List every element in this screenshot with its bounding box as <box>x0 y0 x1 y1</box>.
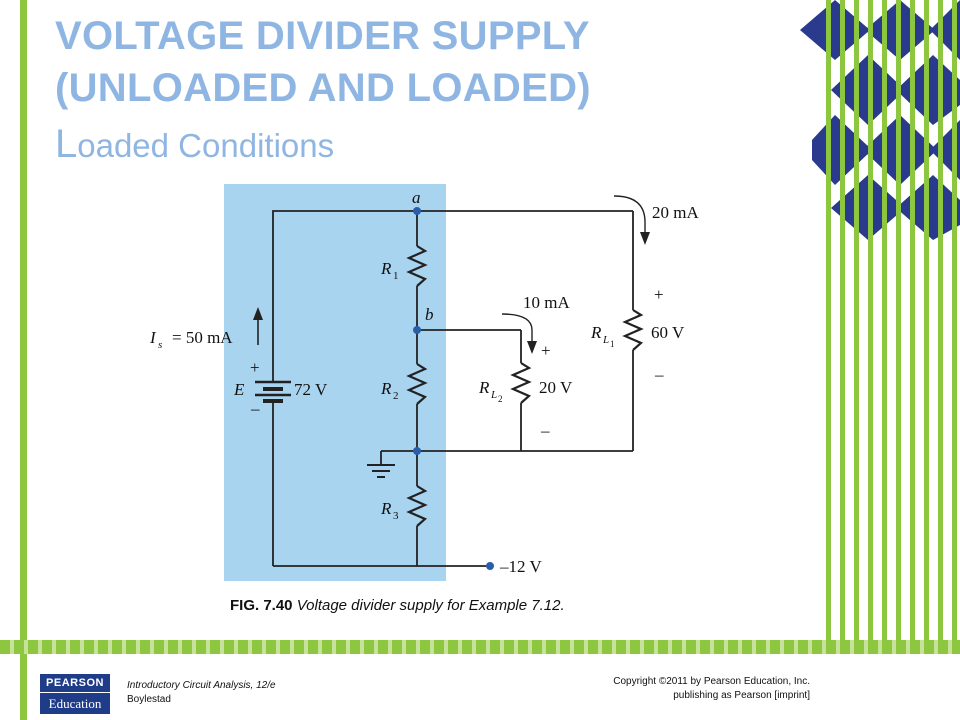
resistors <box>406 245 644 527</box>
rl2-current-label: 10 mA <box>523 293 570 312</box>
battery <box>255 380 291 403</box>
output-voltage-label: –12 V <box>499 557 542 576</box>
rl1-plus: + <box>654 285 664 304</box>
node-output-dot <box>486 562 494 570</box>
source-current-arrow <box>253 307 263 345</box>
node-b-label: b <box>425 305 434 324</box>
slide-title-line2: (UNLOADED AND LOADED) <box>55 66 591 110</box>
copyright-line2: publishing as Pearson [imprint] <box>673 690 810 701</box>
rl2-label: R <box>478 378 490 397</box>
node-b-dot <box>413 326 421 334</box>
rl2-plus: + <box>541 341 551 360</box>
circuit-diagram: a b R 1 R 2 R 3 I s = 50 mA + E 72 V – 2… <box>149 184 700 581</box>
resistor-r1 <box>406 245 428 287</box>
decorative-stripes <box>800 0 960 640</box>
green-stripes <box>826 0 957 640</box>
slide-subtitle: Loaded Conditions <box>55 122 334 167</box>
rl1-minus: – <box>654 365 664 384</box>
logo-divider <box>40 692 110 693</box>
wires <box>272 210 634 567</box>
node-ground-dot <box>413 447 421 455</box>
battery-value: 72 V <box>294 380 328 399</box>
rl1-current-label: 20 mA <box>652 203 699 222</box>
caption-text: Voltage divider supply for Example 7.12. <box>292 597 565 614</box>
battery-plus: + <box>250 358 260 377</box>
rl1-subscript: L <box>602 334 609 346</box>
resistor-r2 <box>406 363 428 405</box>
resistor-r3 <box>406 485 428 527</box>
book-author: Boylestad <box>127 694 171 705</box>
battery-label: E <box>233 380 245 399</box>
rl1-label: R <box>590 323 602 342</box>
battery-minus: – <box>250 399 260 418</box>
rl2-minus: – <box>540 421 550 440</box>
r2-subscript: 2 <box>393 390 399 402</box>
r2-label: R <box>380 379 392 398</box>
pearson-logo <box>40 674 110 714</box>
circuit-labels: a b R 1 R 2 R 3 I s = 50 mA + E 72 V – 2… <box>149 188 699 576</box>
rl1-subscript-sub: 1 <box>610 339 615 349</box>
current-source-subscript: s <box>158 339 162 351</box>
copyright-line1: Copyright ©2011 by Pearson Education, In… <box>613 676 810 687</box>
current-source-value: = 50 mA <box>172 328 233 347</box>
circuit-nodes <box>413 207 494 570</box>
ground-symbol <box>367 464 395 478</box>
current-source-label: I <box>149 328 157 347</box>
resistor-rl1 <box>622 309 644 351</box>
r1-subscript: 1 <box>393 270 399 282</box>
r1-label: R <box>380 259 392 278</box>
logo-text-top: PEARSON <box>46 677 104 689</box>
logo-text-bottom: Education <box>48 696 102 711</box>
rl1-current-arrow <box>613 195 650 245</box>
caption-number: FIG. 7.40 <box>230 597 293 614</box>
subtitle-initial: L <box>55 122 78 166</box>
left-accent-stripe <box>20 0 27 720</box>
rl2-subscript: L <box>490 389 497 401</box>
r3-label: R <box>380 499 392 518</box>
node-a-dot <box>413 207 421 215</box>
rl2-current-arrow <box>501 313 537 354</box>
rl1-value: 60 V <box>651 323 685 342</box>
subtitle-rest: oaded Conditions <box>77 127 335 164</box>
node-a-label: a <box>412 188 421 207</box>
book-title: Introductory Circuit Analysis, 12/e <box>127 680 276 691</box>
rl2-value: 20 V <box>539 378 573 397</box>
r3-subscript: 3 <box>393 510 399 522</box>
figure-caption: FIG. 7.40 Voltage divider supply for Exa… <box>230 597 565 614</box>
bottom-accent-band <box>0 640 960 654</box>
resistor-rl2 <box>510 362 532 404</box>
rl2-subscript-sub: 2 <box>498 394 503 404</box>
slide-title-line1: VOLTAGE DIVIDER SUPPLY <box>55 14 590 58</box>
